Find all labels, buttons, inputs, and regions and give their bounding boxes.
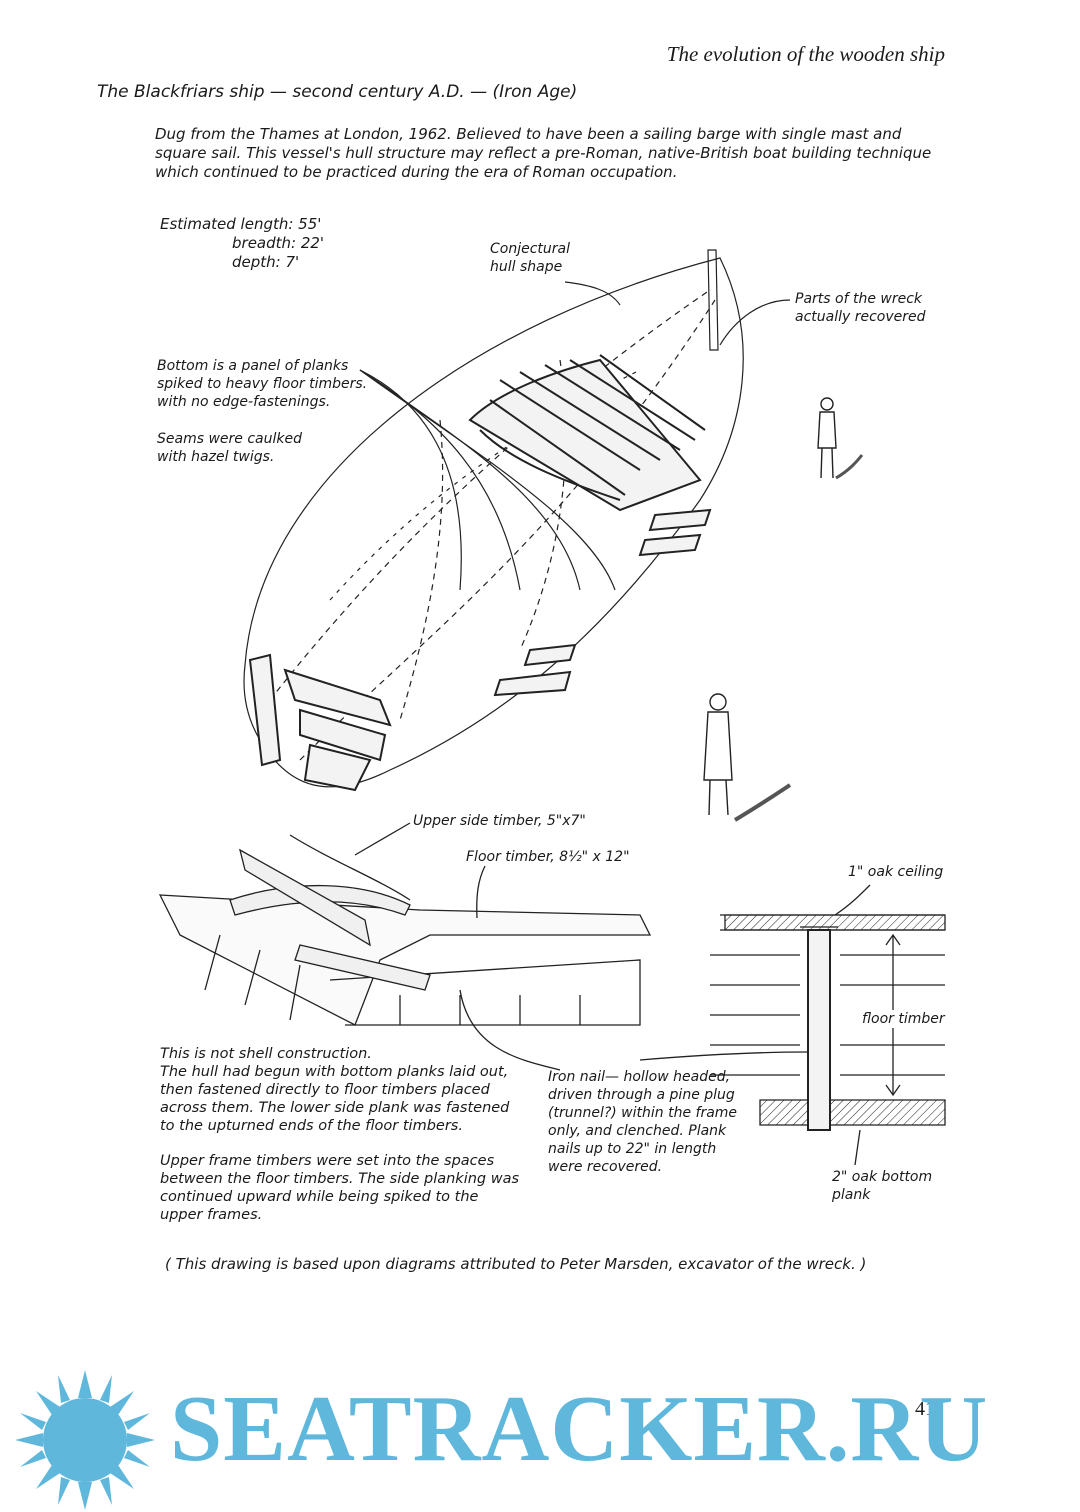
label-floor-timber: floor timber <box>862 1010 945 1028</box>
intro-line: which continued to be practiced during t… <box>155 163 678 181</box>
label-bottom-panel: Bottom is a panel of planks spiked to he… <box>157 357 367 411</box>
note-line: The hull had begun with bottom planks la… <box>160 1064 509 1080</box>
label-line: Conjectural <box>490 241 571 257</box>
dim-breadth: breadth: 22' <box>232 234 325 252</box>
note-line: across them. The lower side plank was fa… <box>160 1100 510 1116</box>
note-line: to the upturned ends of the floor timber… <box>160 1118 463 1134</box>
note-line: This is not shell construction. <box>160 1046 372 1062</box>
intro-text: Dug from the Thames at London, 1962. Bel… <box>155 125 935 182</box>
hull-outline <box>243 257 744 788</box>
label-line: hull shape <box>490 259 563 275</box>
label-oak-ceiling: 1" oak ceiling <box>848 864 944 880</box>
drawing-caption: ( This drawing is based upon diagrams at… <box>165 1255 867 1273</box>
note-line: continued upward while being spiked to t… <box>160 1189 479 1205</box>
cross-section <box>459 884 946 1166</box>
leader-bottom <box>359 369 462 591</box>
note-line: Upper frame timbers were set into the sp… <box>160 1153 495 1169</box>
label-line: 2" oak bottom <box>832 1169 933 1185</box>
leader-parts <box>719 299 791 346</box>
leader-upper-side <box>354 822 411 856</box>
dimensions-block: Estimated length: 55' breadth: 22' depth… <box>160 215 324 272</box>
note-shell-construction: This is not shell construction. The hull… <box>160 1045 509 1135</box>
timber-detail <box>158 822 652 1026</box>
note-line: between the floor timbers. The side plan… <box>160 1171 520 1187</box>
label-parts-recovered: Parts of the wreck actually recovered <box>795 290 926 326</box>
label-line: Seams were caulked <box>157 431 302 447</box>
note-upper-frames: Upper frame timbers were set into the sp… <box>160 1152 519 1224</box>
label-line: were recovered. <box>548 1159 663 1175</box>
sun-logo-icon <box>15 1370 155 1510</box>
leader-nail <box>639 1051 809 1061</box>
human-figure <box>703 397 864 822</box>
intro-line: square sail. This vessel's hull structur… <box>155 144 932 162</box>
label-upper-side-timber: Upper side timber, 5"x7" <box>413 813 586 829</box>
label-line: (trunnel?) within the frame <box>548 1105 738 1121</box>
intro-line: Dug from the Thames at London, 1962. Bel… <box>155 125 902 143</box>
note-line: then fastened directly to floor timbers … <box>160 1082 490 1098</box>
label-floor-timber-dim: Floor timber, 8½" x 12" <box>466 849 630 865</box>
label-conjectural: Conjectural hull shape <box>490 240 570 276</box>
label-line: actually recovered <box>795 309 926 325</box>
label-line: Parts of the wreck <box>795 291 923 307</box>
label-iron-nail: Iron nail— hollow headed, driven through… <box>548 1068 737 1176</box>
side-timbers <box>493 508 712 697</box>
hull-keel-line <box>299 299 716 761</box>
label-line: nails up to 22" in length <box>548 1141 717 1157</box>
recovered-frames <box>468 354 706 512</box>
label-line: Bottom is a panel of planks <box>157 358 349 374</box>
label-seams: Seams were caulked with hazel twigs. <box>157 430 302 466</box>
leader-floor <box>476 865 486 919</box>
page-number: 41 <box>915 1398 935 1420</box>
leader-conjectural <box>564 281 621 306</box>
label-line: with no edge-fastenings. <box>157 394 331 410</box>
label-line: only, and clenched. Plank <box>548 1123 727 1139</box>
label-line: driven through a pine plug <box>548 1087 735 1103</box>
watermark-text: SEATRACKER.RU <box>170 1377 989 1481</box>
leader-bottom-plank <box>854 1129 861 1166</box>
stem-post <box>707 249 719 351</box>
label-line: plank <box>832 1187 871 1203</box>
running-header: The evolution of the wooden ship <box>666 42 945 66</box>
label-oak-bottom: 2" oak bottom plank <box>832 1168 932 1204</box>
label-line: with hazel twigs. <box>157 449 275 465</box>
leader-ceiling <box>834 884 871 916</box>
page-title: The Blackfriars ship — second century A.… <box>97 82 578 102</box>
label-line: spiked to heavy floor timbers. <box>157 376 368 392</box>
note-line: upper frames. <box>160 1207 263 1223</box>
stern-timbers <box>248 653 392 792</box>
dim-length: Estimated length: 55' <box>160 215 322 233</box>
dim-depth: depth: 7' <box>232 253 300 271</box>
label-line: Iron nail— hollow headed, <box>548 1069 731 1085</box>
